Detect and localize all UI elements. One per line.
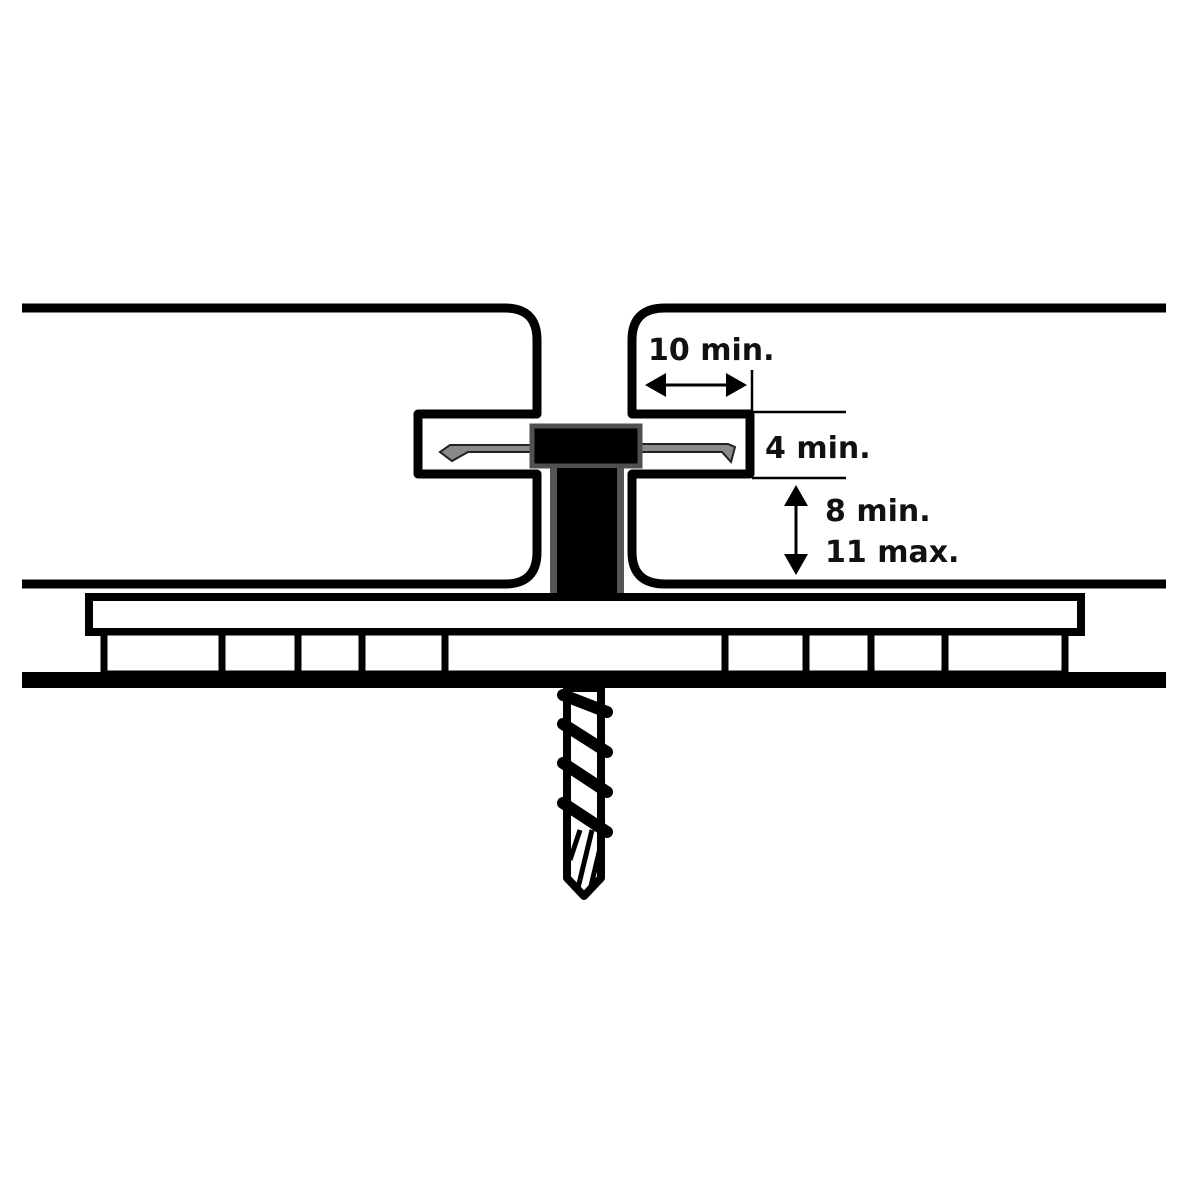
clearance-min-label: 8 min.: [825, 494, 931, 529]
batten: [85, 593, 1085, 636]
clip-wing-right: [637, 443, 737, 465]
clearance-max-label: 11 max.: [825, 535, 959, 570]
clip-shaft: [557, 468, 617, 595]
batten-blocks: [100, 628, 1069, 678]
clip-head: [529, 423, 643, 469]
substrate: [22, 672, 1166, 688]
screw-icon: [557, 684, 613, 900]
right-board-outline: [627, 303, 1166, 589]
left-board-outline: [22, 303, 542, 589]
slot-height-label: 4 min.: [765, 431, 871, 466]
gap-width-label: 10 min.: [648, 333, 775, 368]
clip-wing-left: [438, 444, 534, 463]
